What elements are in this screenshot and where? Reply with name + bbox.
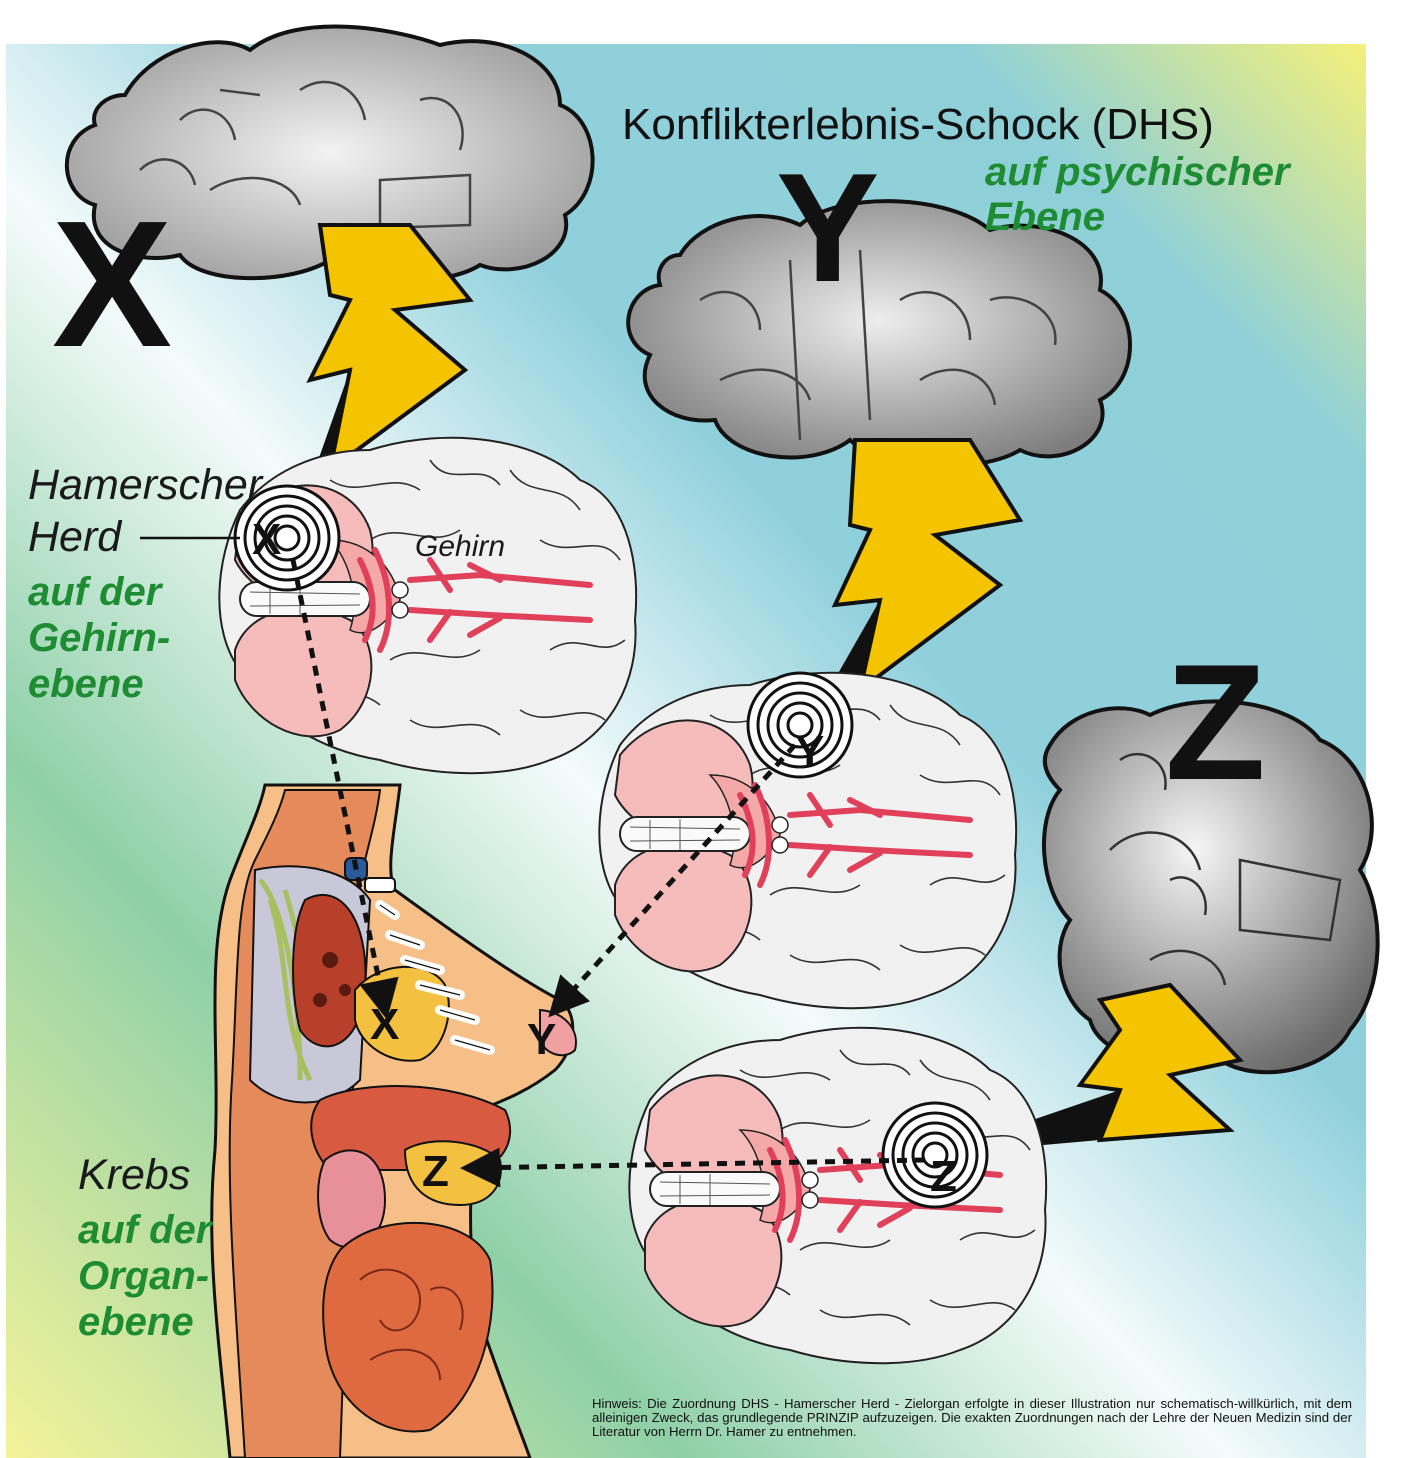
- brain-level-line2: Gehirn-: [28, 616, 170, 660]
- organ-letter-y: Y: [527, 1018, 556, 1062]
- brain-level-line3: ebene: [28, 662, 144, 706]
- brain-level-line1: auf der: [28, 570, 161, 614]
- organ-letter-x: X: [370, 1003, 399, 1047]
- psychic-level-line1: auf psychischer: [985, 150, 1290, 194]
- hamer-focus-label-line1: Hamerscher: [28, 462, 262, 508]
- organ-level-line1: auf der: [78, 1208, 211, 1252]
- organ-letter-z: Z: [422, 1150, 449, 1194]
- page-title: Konflikterlebnis-Schock (DHS): [622, 100, 1214, 150]
- focus-letter-x: X: [252, 518, 281, 562]
- conflict-letter-z: Z: [1165, 640, 1266, 805]
- disclaimer-note: Hinweis: Die Zuordnung DHS - Hamerscher …: [592, 1397, 1352, 1439]
- organ-level-line2: Organ-: [78, 1254, 209, 1298]
- psychic-level-line2: Ebene: [985, 195, 1105, 239]
- hamer-focus-label-line2: Herd: [28, 514, 121, 560]
- conflict-letter-x: X: [52, 195, 172, 375]
- brain-z: [629, 1028, 1046, 1363]
- focus-letter-y: Y: [795, 730, 824, 774]
- cancer-label: Krebs: [78, 1152, 190, 1198]
- focus-letter-z: Z: [930, 1155, 957, 1199]
- conflict-letter-y: Y: [776, 150, 879, 305]
- brain-label: Gehirn: [415, 530, 505, 564]
- organ-level-line3: ebene: [78, 1300, 194, 1344]
